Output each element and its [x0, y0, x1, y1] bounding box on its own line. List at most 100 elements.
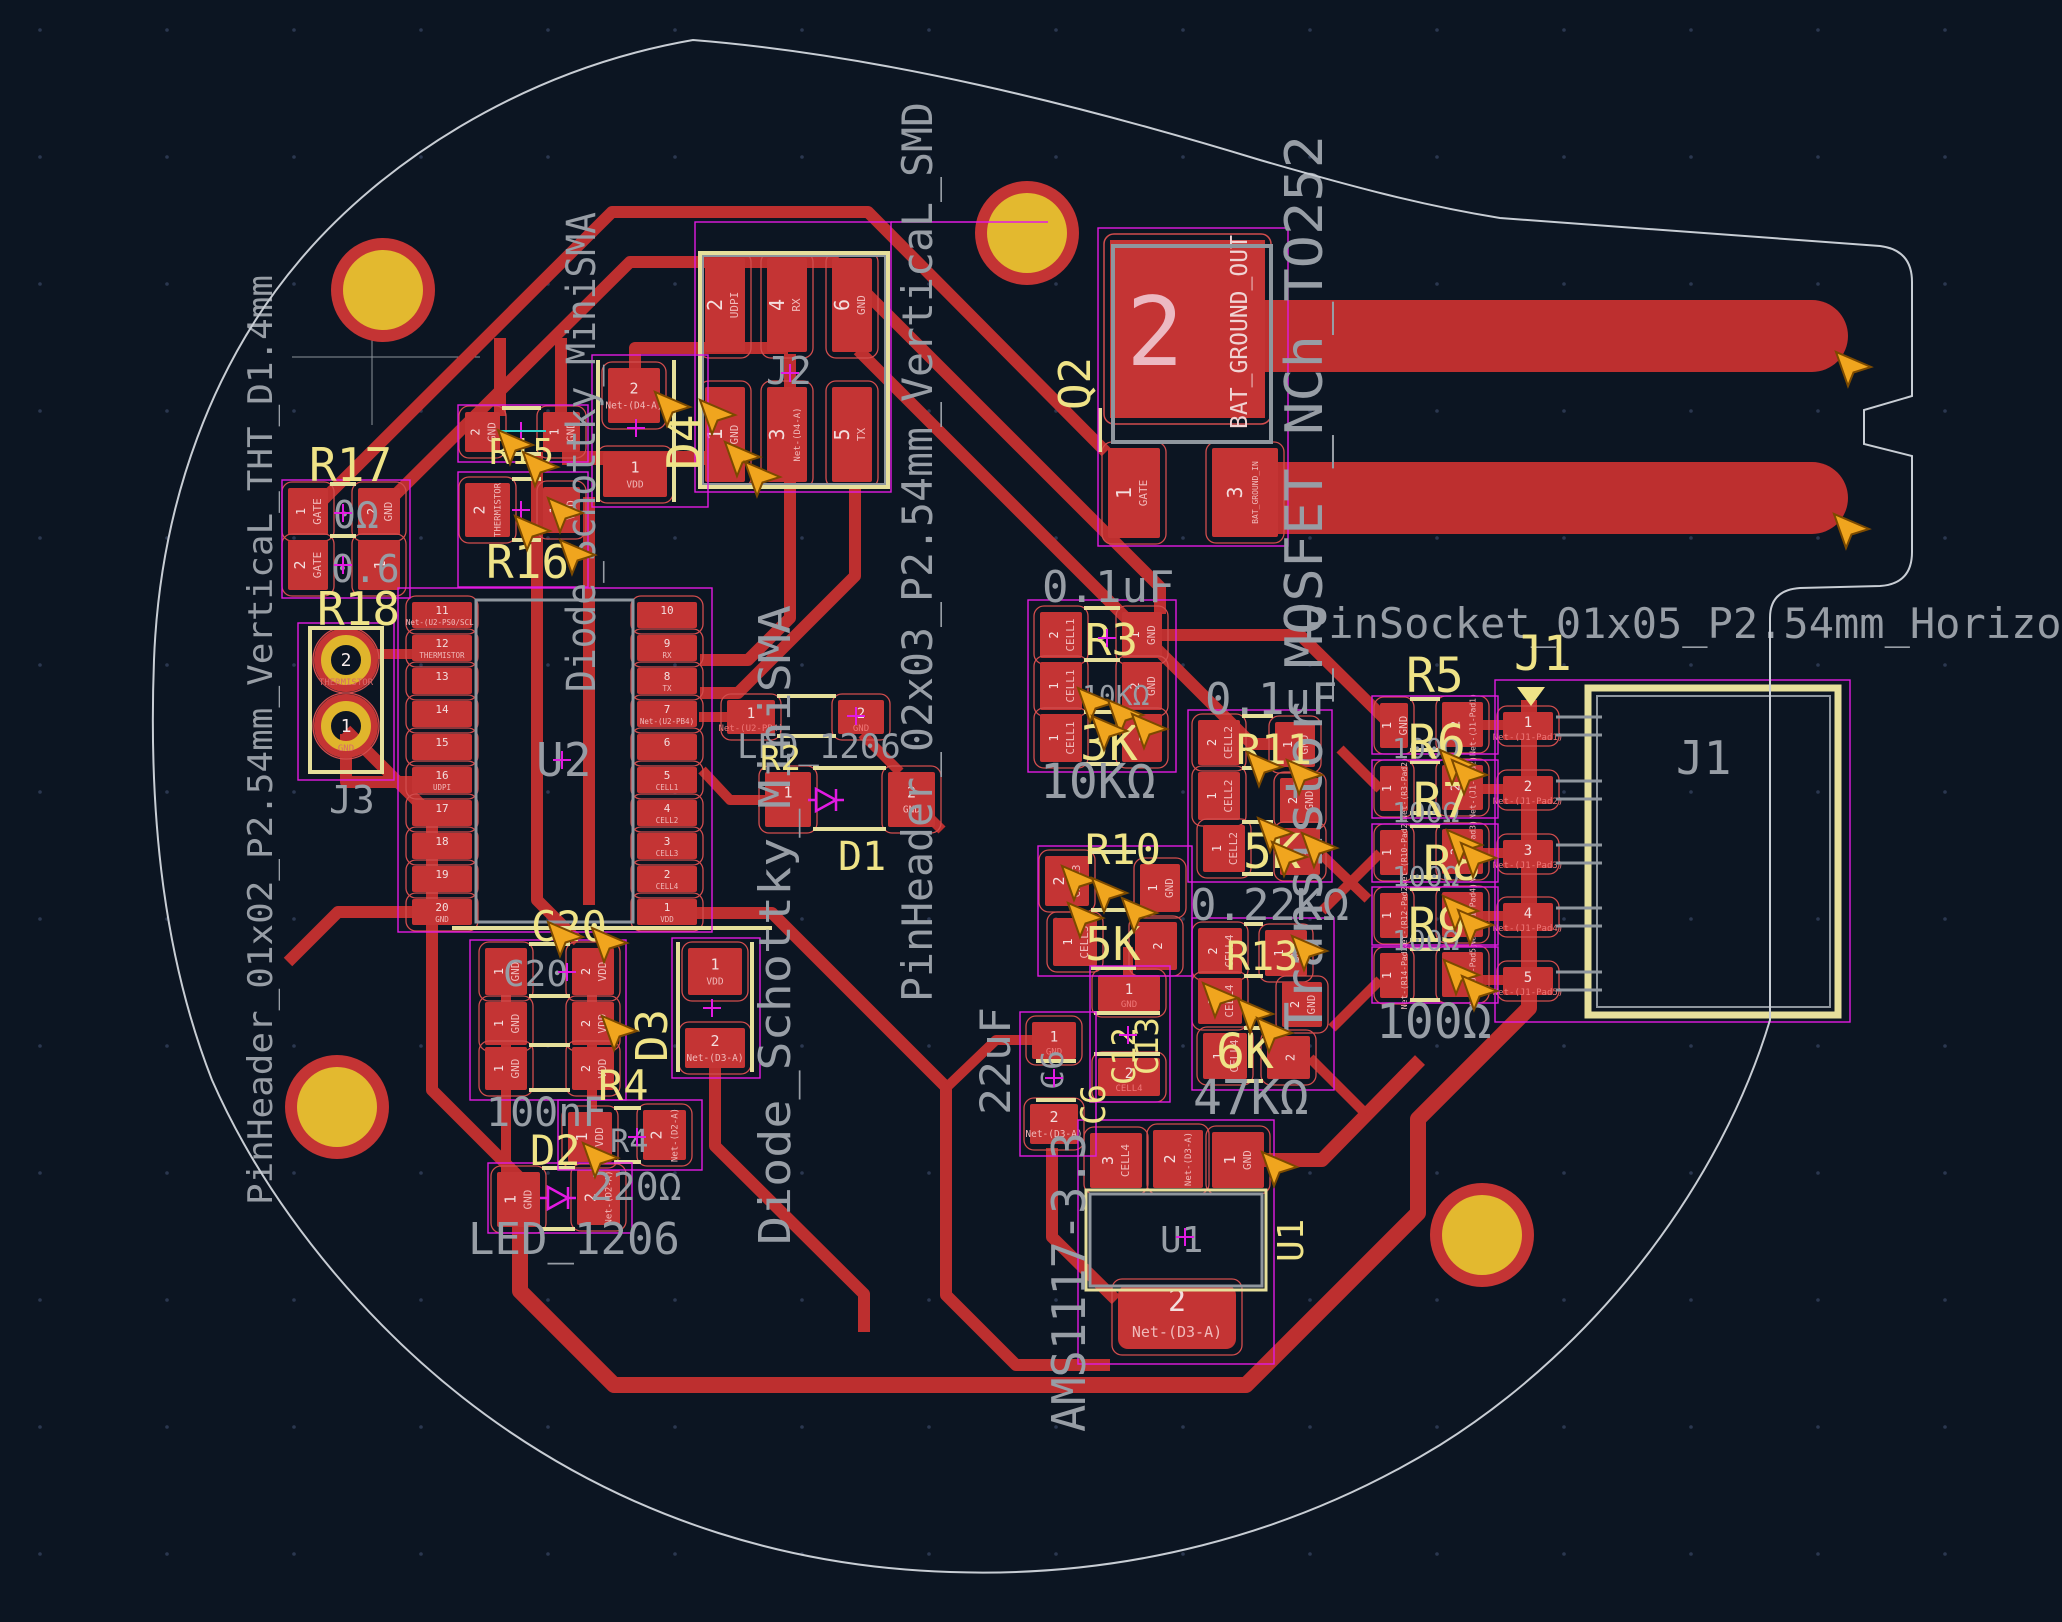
pcb-pad[interactable] [358, 488, 400, 535]
pcb-pad[interactable] [637, 800, 697, 826]
silkscreen-value-text[interactable]: J2 [766, 349, 812, 393]
footprint-name-text[interactable]: AMS1117-3.3 [1042, 1132, 1096, 1432]
footprint-name-text[interactable]: PinHeader_02x03_P2.54mm_VerticaL_SMD [893, 102, 942, 1002]
silkscreen-value-text[interactable]: C20 [503, 954, 568, 995]
pcb-pad[interactable] [637, 635, 697, 661]
copper-trace[interactable] [1318, 851, 1372, 903]
footprint-name-text[interactable]: Diode_Schottky_MiniSMA [750, 605, 801, 1245]
pcb-pad[interactable] [358, 540, 400, 590]
pcb-pad[interactable] [705, 258, 745, 352]
silkscreen-value-text[interactable]: 100Ω [1392, 796, 1459, 829]
reference-designator[interactable]: C13 [1128, 1017, 1166, 1075]
copper-trace[interactable] [303, 206, 1111, 520]
pcb-pad[interactable] [1030, 1104, 1078, 1144]
pcb-pad[interactable] [1040, 662, 1082, 710]
silkscreen-value-text[interactable]: PinSocket_01x05_P2.54mm_HorizontaL_S [1303, 599, 2062, 648]
mounting-hole[interactable] [343, 250, 423, 330]
copper-trace[interactable] [1336, 745, 1384, 793]
pcb-pad[interactable] [832, 258, 872, 352]
pcb-pad[interactable] [1153, 1130, 1203, 1188]
pcb-pad[interactable] [1040, 714, 1082, 762]
silkscreen-value-text[interactable]: 100nF [486, 1090, 606, 1136]
pcb-pad[interactable] [688, 948, 742, 995]
pcb-pad[interactable] [412, 635, 472, 661]
pcb-pad[interactable] [1053, 918, 1097, 966]
silkscreen-value-text[interactable]: 0.1uF [1205, 674, 1337, 725]
q2-tab-pad[interactable] [1110, 240, 1265, 418]
pcb-pad[interactable] [543, 412, 580, 452]
reference-designator[interactable]: R3 [1085, 615, 1138, 666]
pcb-pad[interactable] [1380, 893, 1408, 938]
pcb-pad[interactable] [1135, 922, 1177, 970]
pcb-pad[interactable] [465, 483, 510, 537]
pcb-pad[interactable] [637, 866, 697, 892]
pcb-pad[interactable] [568, 1112, 612, 1162]
silkscreen-value-text[interactable]: LED_1206 [737, 727, 901, 767]
pcb-pad[interactable] [1118, 1285, 1236, 1349]
pcb-pad[interactable] [412, 899, 472, 925]
pcb-pad[interactable] [485, 948, 527, 995]
pcb-pad[interactable] [412, 668, 472, 694]
pcb-pad[interactable] [1267, 1036, 1310, 1079]
pcb-pad[interactable] [485, 1002, 527, 1045]
pcb-pad[interactable] [1275, 722, 1315, 767]
pcb-pad[interactable] [1503, 967, 1553, 995]
reference-designator[interactable]: D1 [838, 834, 886, 880]
pcb-pad[interactable] [1198, 772, 1240, 820]
reference-designator[interactable]: C6 [1074, 1084, 1114, 1125]
reference-designator[interactable]: J1 [1514, 626, 1572, 682]
pcb-pad[interactable] [637, 767, 697, 793]
pcb-pad[interactable] [1090, 1133, 1142, 1188]
silkscreen-value-text[interactable]: 10KΩ [1040, 754, 1156, 810]
pcb-pad[interactable] [1503, 903, 1553, 931]
pcb-pad[interactable] [832, 387, 872, 482]
pcb-pad[interactable] [1140, 864, 1180, 912]
pcb-pad[interactable] [1198, 928, 1242, 974]
pcb-pad[interactable] [288, 488, 328, 535]
pcb-pad[interactable] [1380, 953, 1408, 998]
pcb-pad[interactable] [412, 602, 472, 628]
copper-trace[interactable] [1162, 629, 1393, 727]
copper-trace[interactable] [700, 484, 861, 699]
pcb-pad[interactable] [1503, 712, 1553, 740]
pcb-pad[interactable] [637, 701, 697, 727]
silkscreen-value-text[interactable]: J3 [329, 778, 375, 822]
pcb-pad[interactable] [767, 387, 807, 482]
reference-designator[interactable]: R5 [1406, 648, 1464, 704]
pcb-pad[interactable] [608, 368, 660, 423]
reference-designator[interactable]: R4 [598, 1061, 649, 1110]
silkscreen-value-text[interactable]: LED_1206 [468, 1214, 680, 1265]
pcb-pad[interactable] [685, 1028, 745, 1068]
silkscreen-value-text[interactable]: 0.1uF [1042, 562, 1174, 613]
pcb-pad[interactable] [412, 800, 472, 826]
reference-designator[interactable]: D2 [530, 1126, 581, 1175]
pcb-pad[interactable] [727, 700, 775, 734]
pcb-pad[interactable] [497, 1172, 540, 1227]
pcb-pad[interactable] [1040, 612, 1082, 658]
pcb-pad[interactable] [412, 734, 472, 760]
pcb-pad[interactable] [1380, 830, 1408, 875]
reference-designator[interactable]: C12 [1105, 1027, 1143, 1085]
pcb-pad[interactable] [767, 258, 807, 352]
pcb-pad[interactable] [637, 833, 697, 859]
pcb-pad[interactable] [1503, 840, 1553, 868]
reference-designator[interactable]: R17 [309, 438, 392, 492]
pcb-pad[interactable] [1442, 702, 1483, 747]
reference-designator[interactable]: R18 [317, 582, 400, 636]
pcb-pad[interactable] [637, 602, 697, 628]
silkscreen-value-text[interactable]: 47KΩ [1193, 1070, 1309, 1126]
pcb-pad[interactable] [1122, 662, 1162, 710]
pcb-pad[interactable] [1212, 1132, 1264, 1188]
pcb-pad[interactable] [643, 1110, 686, 1160]
silkscreen-value-text[interactable]: 0Ω [333, 493, 379, 537]
board-outline[interactable] [151, 38, 1913, 1574]
pcb-pad[interactable] [888, 772, 935, 827]
silkscreen-value-text[interactable]: 220Ω [590, 1165, 682, 1209]
j1-fab-reference[interactable]: J1 [1676, 731, 1731, 785]
reference-designator[interactable]: Q2 [1050, 357, 1101, 410]
footprint-name-text[interactable]: 22uF [971, 1007, 1020, 1115]
mounting-hole[interactable] [1442, 1195, 1522, 1275]
pcb-pad[interactable] [1198, 720, 1240, 765]
reference-designator[interactable]: R2 [760, 739, 801, 779]
pcb-pad[interactable] [465, 412, 500, 452]
